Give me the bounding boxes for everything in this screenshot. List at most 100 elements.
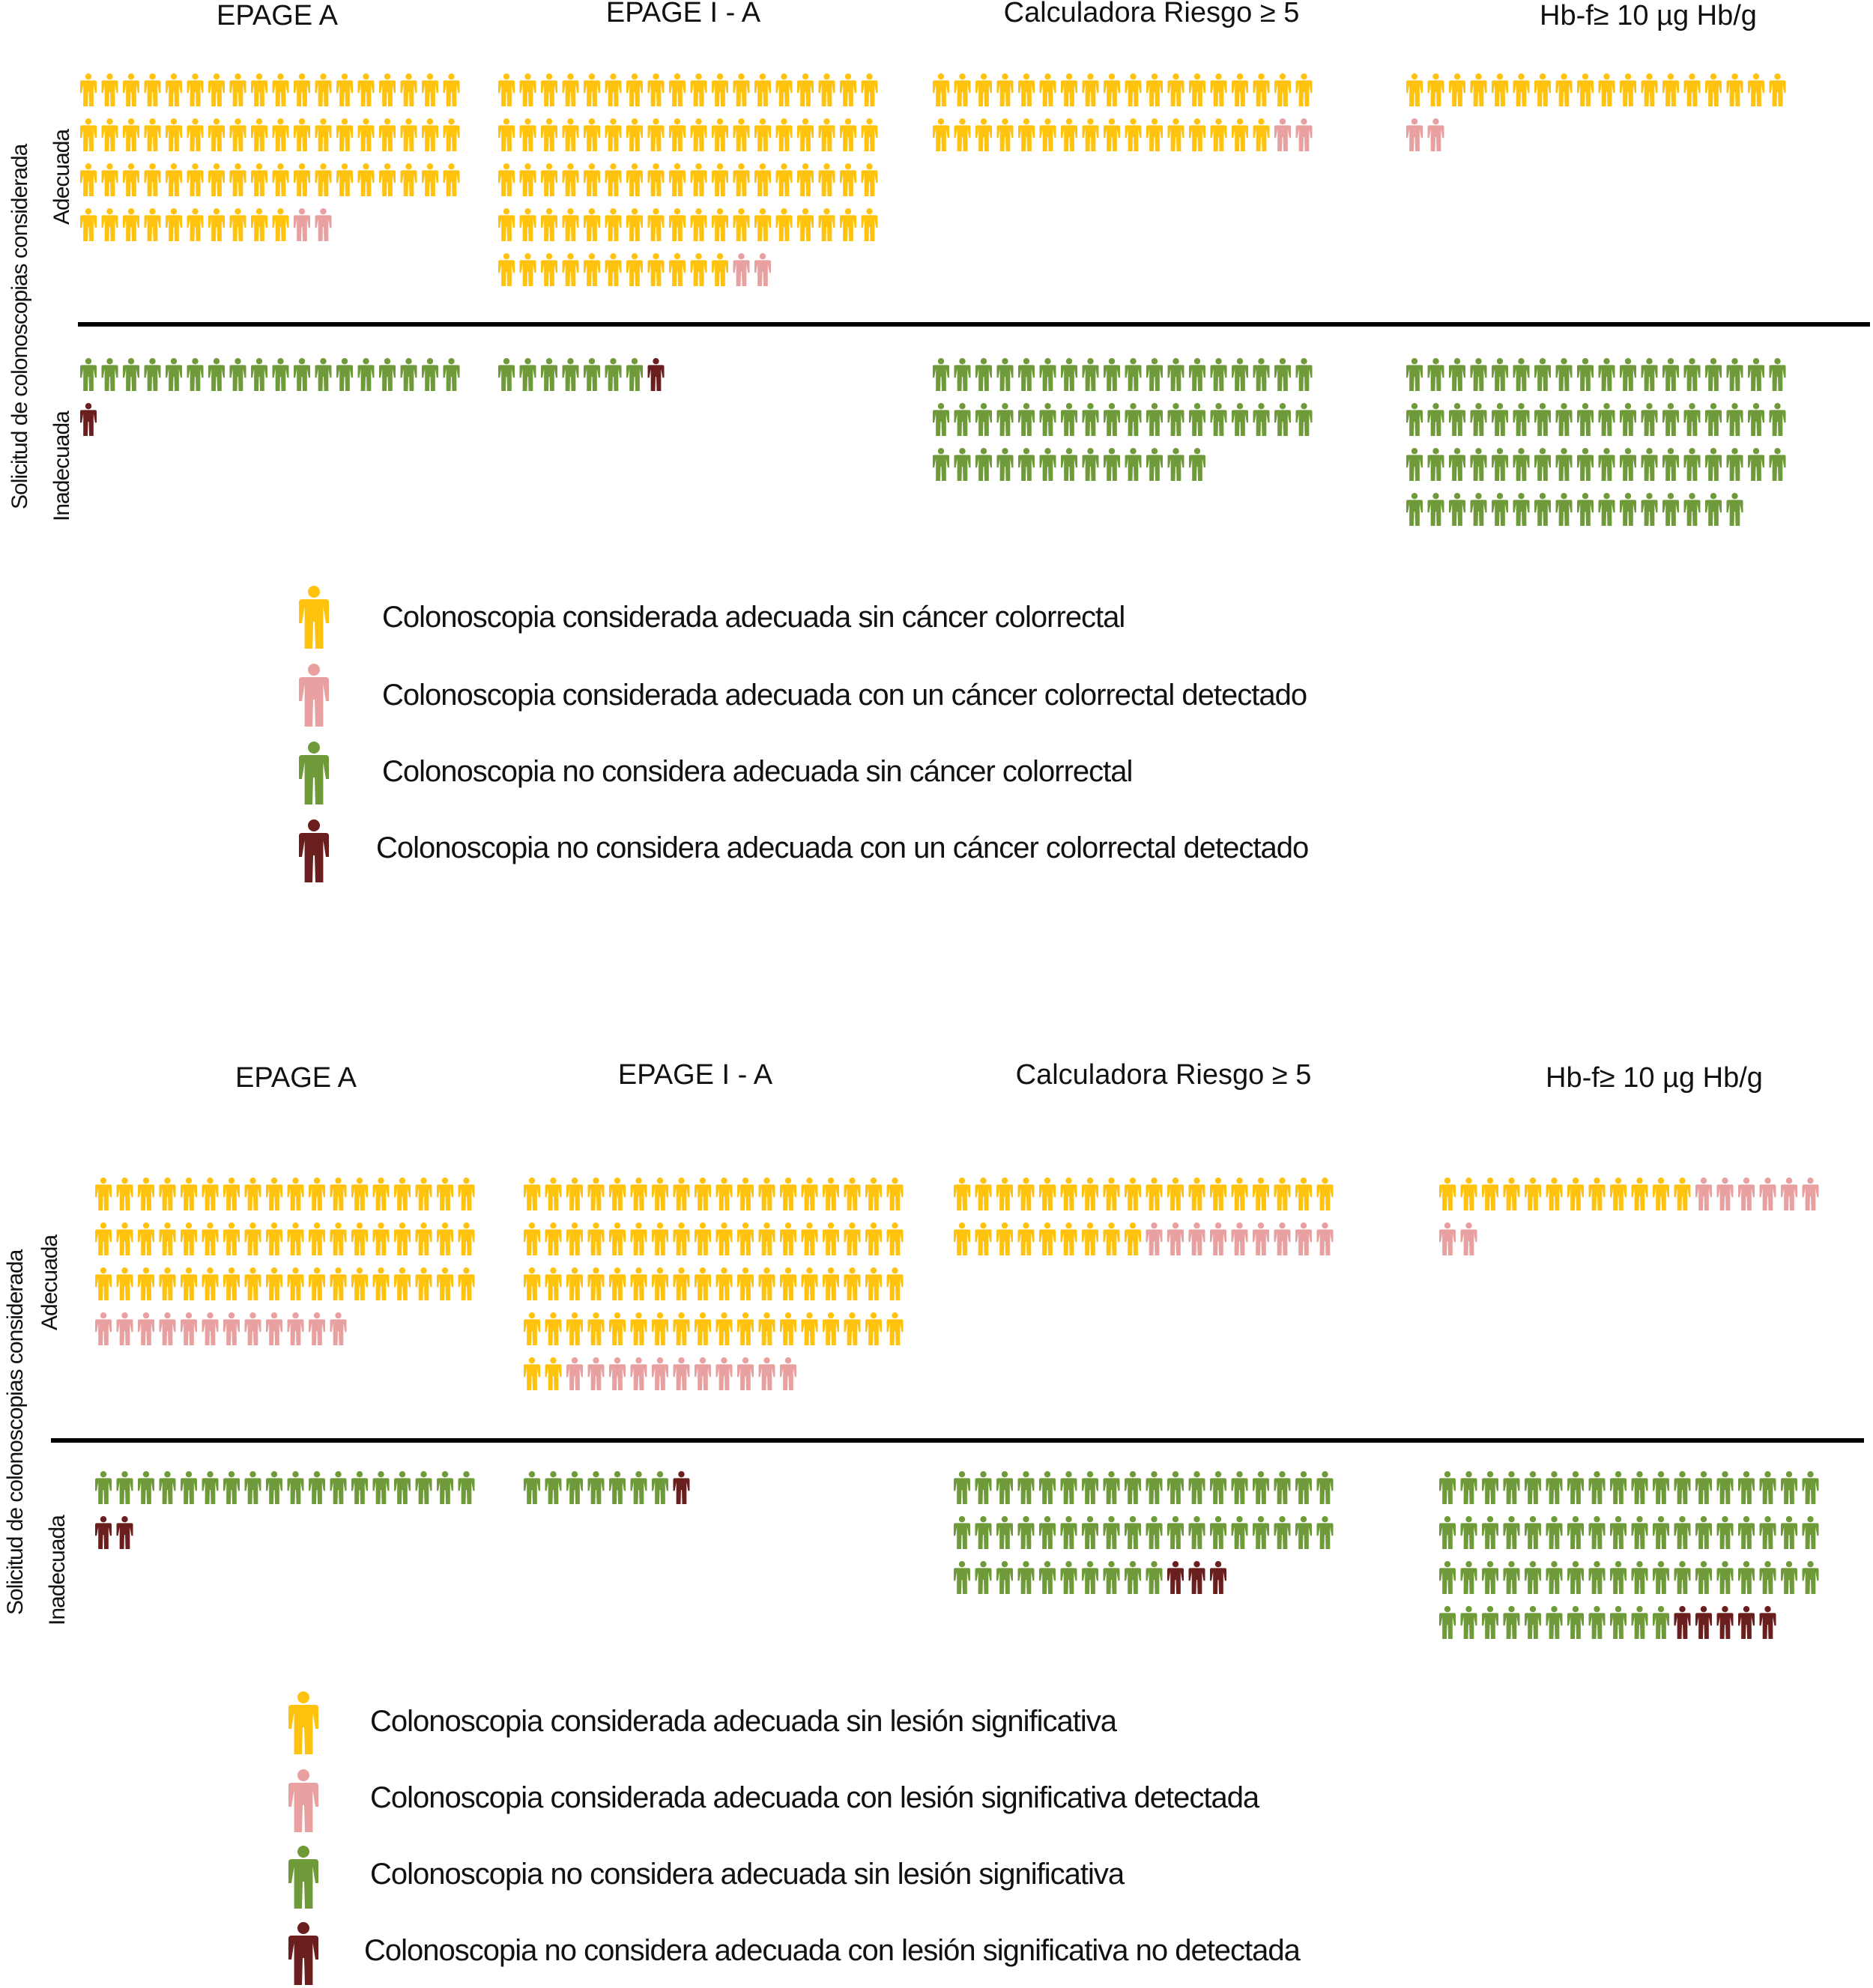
person-icon-inadequate-no-lesion	[1641, 358, 1658, 391]
person-icon-inadequate-no-lesion	[1439, 1606, 1456, 1639]
person-icon-adequate-no-lesion	[886, 1178, 904, 1210]
person-icon-adequate-no-lesion	[933, 73, 949, 106]
person-icon-inadequate-no-lesion	[1662, 403, 1679, 436]
person-icon-adequate-no-lesion	[309, 1222, 325, 1255]
legend-person-icon-pink	[299, 664, 329, 727]
person-icon-inadequate-no-lesion	[1802, 1516, 1819, 1549]
person-icon-inadequate-no-lesion	[1683, 493, 1701, 526]
legend-label: Colonoscopia considerada adecuada con un…	[382, 679, 1307, 712]
person-icon-inadequate-lesion	[95, 1516, 112, 1549]
person-icon-inadequate-no-lesion	[1653, 1471, 1669, 1504]
person-icon-inadequate-no-lesion	[1588, 1471, 1606, 1504]
person-icon-inadequate-no-lesion	[1253, 1516, 1269, 1549]
person-icon-adequate-no-lesion	[138, 1178, 154, 1210]
person-icon-inadequate-no-lesion	[1503, 1606, 1520, 1639]
person-icon-inadequate-lesion	[673, 1471, 690, 1504]
person-icon-adequate-no-lesion	[1060, 1178, 1077, 1210]
person-icon-inadequate-no-lesion	[1103, 1471, 1120, 1504]
person-icon-adequate-no-lesion	[202, 1267, 219, 1300]
person-icon-adequate-no-lesion	[1705, 73, 1722, 106]
person-icon-adequate-no-lesion	[244, 1267, 261, 1300]
person-icon-inadequate-no-lesion	[933, 358, 949, 391]
person-icon-inadequate-no-lesion	[1631, 1516, 1648, 1549]
person-icon-inadequate-no-lesion	[101, 358, 118, 391]
person-icon-inadequate-no-lesion	[1588, 1606, 1606, 1639]
person-icon-adequate-no-lesion	[975, 1222, 992, 1255]
person-icon-adequate-no-lesion	[144, 73, 161, 106]
person-icon-adequate-no-lesion	[437, 1178, 453, 1210]
person-icon-adequate-no-lesion	[498, 73, 515, 106]
person-icon-adequate-no-lesion	[229, 208, 246, 241]
person-icon-inadequate-no-lesion	[1738, 1471, 1755, 1504]
person-icon-adequate-no-lesion	[524, 1357, 540, 1390]
person-icon-inadequate-no-lesion	[1513, 493, 1530, 526]
column-title-hbf: Hb-f≥ 10 µg Hb/g	[1546, 1062, 1763, 1094]
person-icon-adequate-no-lesion	[566, 1267, 583, 1300]
person-icon-adequate-no-lesion	[166, 118, 182, 151]
person-icon-inadequate-no-lesion	[437, 1471, 453, 1504]
person-icon-inadequate-no-lesion	[1492, 358, 1508, 391]
person-icon-inadequate-no-lesion	[1460, 1561, 1477, 1594]
person-icon-adequate-no-lesion	[1232, 118, 1248, 151]
person-icon-inadequate-no-lesion	[1449, 358, 1465, 391]
person-icon-inadequate-lesion	[1674, 1606, 1691, 1639]
person-icon-adequate-no-lesion	[647, 73, 665, 106]
person-icon-adequate-lesion	[758, 1357, 775, 1390]
person-icon-inadequate-no-lesion	[1439, 1516, 1456, 1549]
legend-person-icon-maroon	[299, 819, 329, 882]
person-icon-inadequate-no-lesion	[1125, 1561, 1141, 1594]
person-icon-inadequate-no-lesion	[1060, 1516, 1077, 1549]
person-icon-adequate-lesion	[673, 1357, 690, 1390]
person-icon-inadequate-no-lesion	[166, 358, 182, 391]
person-icon-adequate-lesion	[309, 1312, 325, 1345]
person-icon-adequate-lesion	[1146, 1222, 1163, 1255]
person-icon-inadequate-no-lesion	[1759, 1516, 1776, 1549]
person-icon-inadequate-no-lesion	[1039, 1471, 1056, 1504]
person-icon-adequate-no-lesion	[954, 73, 971, 106]
person-icon-adequate-no-lesion	[309, 1178, 325, 1210]
person-icon-inadequate-no-lesion	[1188, 1471, 1205, 1504]
person-icon-inadequate-no-lesion	[954, 1471, 970, 1504]
person-icon-inadequate-no-lesion	[336, 358, 353, 391]
person-icon-adequate-no-lesion	[754, 73, 771, 106]
person-icon-inadequate-no-lesion	[1018, 403, 1035, 436]
person-icon-adequate-no-lesion	[1534, 73, 1551, 106]
person-icon-inadequate-no-lesion	[372, 1471, 390, 1504]
person-icon-adequate-no-lesion	[498, 208, 515, 241]
person-icon-inadequate-no-lesion	[1482, 1471, 1498, 1504]
person-icon-inadequate-no-lesion	[1406, 358, 1423, 391]
person-icon-adequate-no-lesion	[1082, 118, 1099, 151]
person-icon-adequate-no-lesion	[695, 1222, 711, 1255]
row-divider	[51, 1438, 1864, 1443]
person-icon-adequate-no-lesion	[587, 1312, 605, 1345]
column-title-epage-i-a: EPAGE I - A	[605, 0, 761, 28]
person-icon-inadequate-no-lesion	[1759, 1561, 1776, 1594]
person-icon-inadequate-no-lesion	[1781, 1471, 1797, 1504]
person-icon-adequate-no-lesion	[519, 163, 536, 196]
person-icon-adequate-no-lesion	[737, 1312, 754, 1345]
person-icon-adequate-lesion	[1295, 1222, 1312, 1255]
person-icon-inadequate-no-lesion	[95, 1471, 112, 1504]
person-icon-inadequate-no-lesion	[584, 358, 600, 391]
person-icon-adequate-no-lesion	[626, 208, 643, 241]
person-icon-adequate-no-lesion	[695, 1178, 711, 1210]
person-icon-adequate-no-lesion	[244, 1178, 261, 1210]
person-icon-inadequate-no-lesion	[1513, 448, 1530, 481]
person-icon-adequate-no-lesion	[166, 163, 182, 196]
person-icon-inadequate-no-lesion	[208, 358, 225, 391]
person-icon-adequate-no-lesion	[865, 1267, 882, 1300]
person-icon-inadequate-no-lesion	[1769, 358, 1786, 391]
person-icon-adequate-no-lesion	[647, 163, 665, 196]
person-icon-inadequate-no-lesion	[1189, 358, 1205, 391]
person-icon-adequate-no-lesion	[545, 1178, 562, 1210]
person-icon-adequate-no-lesion	[1082, 73, 1099, 106]
person-icon-adequate-no-lesion	[733, 73, 750, 106]
person-icon-inadequate-no-lesion	[954, 1516, 970, 1549]
person-icon-inadequate-no-lesion	[1274, 1516, 1291, 1549]
column-title-calculadora: Calculadora Riesgo ≥ 5	[1003, 0, 1300, 28]
person-icon-inadequate-no-lesion	[443, 358, 460, 391]
person-icon-inadequate-no-lesion	[1534, 448, 1551, 481]
person-icon-inadequate-no-lesion	[1125, 1516, 1141, 1549]
person-icon-adequate-no-lesion	[1620, 73, 1636, 106]
person-icon-inadequate-lesion	[116, 1516, 133, 1549]
